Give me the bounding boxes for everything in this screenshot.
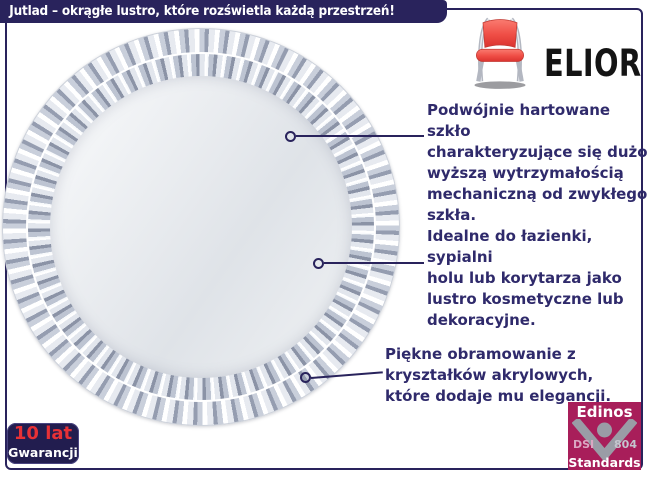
product-mirror (2, 28, 400, 426)
v-person-logo-icon (572, 419, 637, 462)
mirror-glass (50, 76, 352, 378)
callout-marker-2 (313, 258, 324, 269)
standards-label: Standards (568, 455, 641, 470)
callout-line-2 (324, 262, 424, 264)
brand-name: ELIOR (544, 42, 642, 85)
brand-logo: ELIOR (462, 12, 642, 92)
feature-text-1: Podwójnie hartowane szkło charakteryzują… (427, 101, 648, 224)
warranty-years: 10 lat (13, 423, 73, 444)
standards-badge: Edinos DSI 804 Standards (568, 402, 641, 470)
standards-brand: Edinos (576, 403, 633, 421)
title-banner: Jutlad – okrągłe lustro, które rozświetl… (0, 0, 447, 23)
callout-marker-3 (300, 372, 311, 383)
warranty-label: Gwarancji (8, 445, 78, 460)
standards-dsi: DSI (573, 438, 595, 451)
red-chair-icon (474, 17, 526, 89)
feature-text-2: Idealne do łazienki, sypialni holu lub k… (427, 227, 624, 329)
callout-line-1 (296, 135, 424, 137)
feature-text-3: Piękne obramowanie z kryształków akrylow… (385, 345, 612, 405)
banner-title: Jutlad – okrągłe lustro, które rozświetl… (9, 4, 395, 19)
callout-marker-1 (285, 131, 296, 142)
warranty-badge: 10 lat Gwarancji (7, 423, 79, 464)
standards-804: 804 (614, 438, 637, 451)
